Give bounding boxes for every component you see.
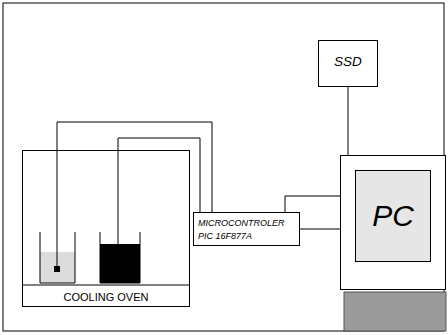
oven-band — [22, 285, 190, 286]
keyboard — [344, 292, 446, 331]
wire-line — [300, 229, 340, 230]
wire — [57, 122, 212, 212]
beaker — [100, 232, 140, 283]
oven-box: COOLING OVEN — [22, 150, 190, 307]
node-label: PC — [372, 199, 414, 233]
probe-wire — [118, 150, 119, 255]
node-label: PIC 16F877A — [198, 231, 252, 241]
pc-monitor: PC — [340, 155, 446, 290]
liquid — [100, 244, 140, 283]
node-label: COOLING OVEN — [23, 291, 189, 303]
wire — [300, 229, 340, 230]
probe-wire — [57, 150, 58, 268]
microcontroller-box: MICROCONTROLER PIC 16F877A — [193, 212, 300, 246]
wire-line — [57, 122, 212, 212]
wire-line — [285, 87, 348, 212]
wire — [285, 87, 348, 212]
node-label: MICROCONTROLER — [198, 218, 285, 228]
ssd-box: SSD — [318, 40, 378, 87]
node-label: SSD — [319, 54, 377, 69]
screen: PC — [355, 170, 431, 262]
